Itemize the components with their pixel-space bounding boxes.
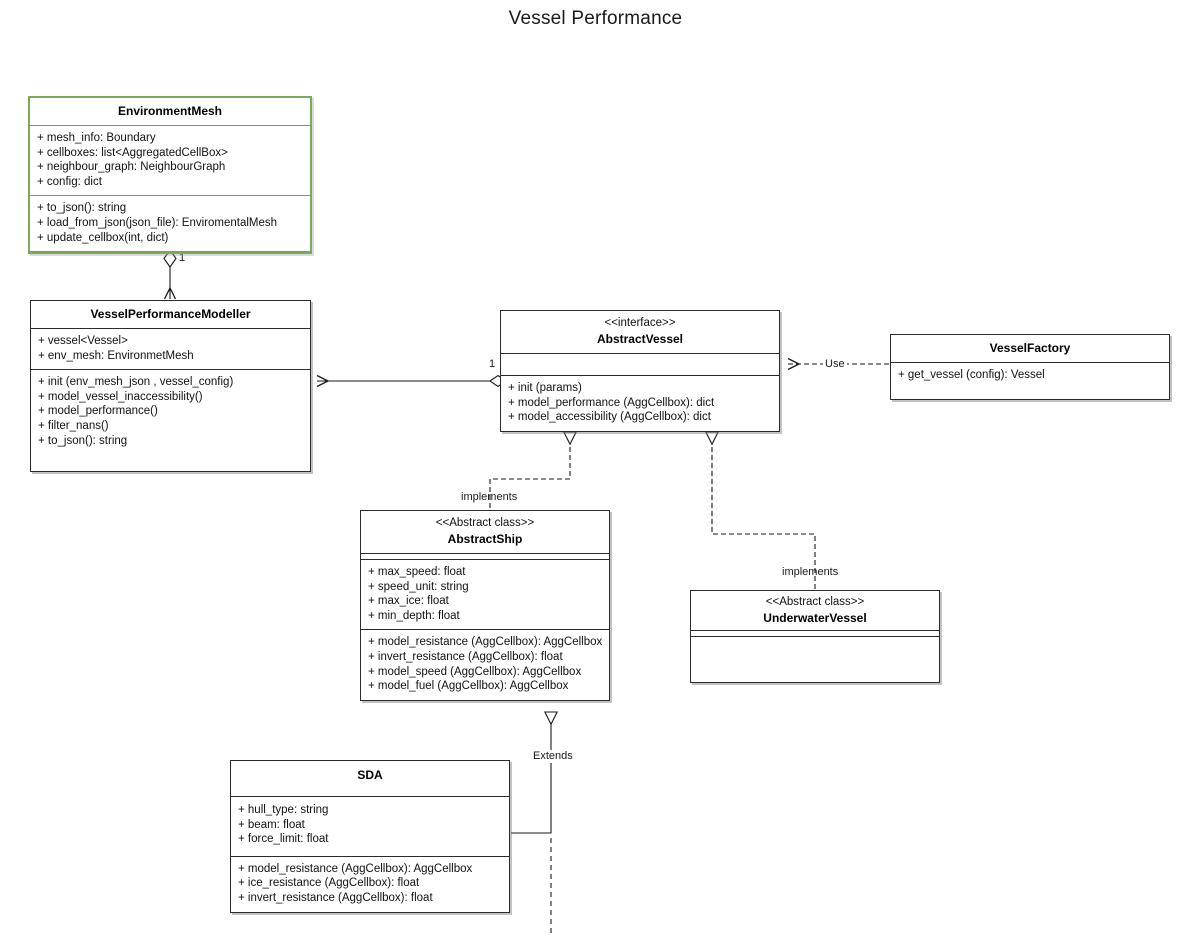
attribute-row: + beam: float [238,818,305,831]
methods-compartment-sda: + model_resistance (AggCellbox): AggCell… [231,857,509,912]
attribute-row: + config: dict [37,175,102,188]
attribute-row: + vessel<Vessel> [38,335,128,347]
class-box-abstract-vessel[interactable]: <<interface>> AbstractVessel + init (par… [500,310,780,432]
method-row: + model_performance (AggCellbox): dict [508,396,715,409]
edge-label-extends: Extends [531,750,575,763]
methods-compartment-vessel-factory: + get_vessel (config): Vessel [891,363,1169,399]
class-box-abstract-ship[interactable]: <<Abstract class>> AbstractShip + max_sp… [360,510,610,701]
class-header-underwater-vessel: <<Abstract class>> UnderwaterVessel [691,591,939,631]
attribute-row: + speed_unit: string [368,580,469,593]
class-name-vessel-factory: VesselFactory [989,341,1071,355]
method-row: + model_resistance (AggCellbox): AggCell… [368,636,603,649]
edge-mesh-to-modeller [163,249,177,299]
class-box-underwater-vessel[interactable]: <<Abstract class>> UnderwaterVessel [690,590,940,683]
class-name-sda: SDA [357,768,383,782]
method-row: + init (env_mesh_json , vessel_config) [38,376,234,389]
class-name-vessel-performance-modeller: VesselPerformanceModeller [90,307,251,321]
attribute-row: + neighbour_graph: NeighbourGraph [37,161,226,174]
method-row: + model_accessibility (AggCellbox): dict [508,411,711,424]
class-stereotype-underwater-vessel: <<Abstract class>> [765,596,865,608]
method-row: + model_fuel (AggCellbox): AggCellbox [368,680,569,693]
method-row: + model_performance() [38,405,158,418]
attributes-compartment-underwater-vessel [691,631,939,637]
page-title: Vessel Performance [508,8,683,29]
method-row: + load_from_json(json_file): Enviromenta… [37,216,278,229]
attributes-compartment-vessel-performance-modeller: + vessel<Vessel> + env_mesh: EnvironmetM… [31,329,310,371]
method-row: + model_vessel_inaccessibility() [38,390,203,403]
class-name-abstract-ship: AbstractShip [447,532,523,546]
attribute-row: + hull_type: string [238,804,329,816]
class-name-abstract-vessel: AbstractVessel [596,332,684,346]
method-row: + update_cellbox(int, dict) [37,231,169,244]
edge-label-use: Use [823,358,847,371]
methods-compartment-environment-mesh: + to_json(): string + load_from_json(jso… [30,196,310,253]
method-row: + to_json(): string [37,202,127,215]
edge-sda-extends-ship [511,712,551,936]
method-row: + filter_nans() [38,419,109,432]
class-name-underwater-vessel: UnderwaterVessel [763,611,867,625]
attributes-compartment-sda: + hull_type: string + beam: float + forc… [231,797,509,857]
method-row: + ice_resistance (AggCellbox): float [238,877,420,890]
class-box-vessel-factory[interactable]: VesselFactory + get_vessel (config): Ves… [890,334,1170,400]
class-header-abstract-ship: <<Abstract class>> AbstractShip [361,511,609,554]
class-header-vessel-factory: VesselFactory [891,335,1169,363]
edge-label-implements-ship: implements [461,491,518,503]
attribute-row: + force_limit: float [238,833,329,846]
methods-compartment-abstract-vessel: + init (params) + model_performance (Agg… [501,376,779,431]
class-stereotype-abstract-vessel: <<interface>> [604,317,676,329]
methods-compartment-abstract-ship: + model_resistance (AggCellbox): AggCell… [361,630,609,699]
multiplicity-mesh: 1 [179,252,186,264]
attribute-row: + cellboxes: list<AggregatedCellBox> [37,146,228,159]
class-name-environment-mesh: EnvironmentMesh [117,104,222,118]
class-box-environment-mesh[interactable]: EnvironmentMesh + mesh_info: Boundary + … [28,96,312,255]
methods-compartment-underwater-vessel [691,637,939,682]
attributes-compartment-abstract-vessel [501,354,779,376]
attributes-compartment-environment-mesh: + mesh_info: Boundary + cellboxes: list<… [30,126,310,197]
method-row: + invert_resistance (AggCellbox): float [238,891,433,904]
class-header-environment-mesh: EnvironmentMesh [30,98,310,126]
class-box-sda[interactable]: SDA + hull_type: string + beam: float + … [230,760,510,913]
method-row: + invert_resistance (AggCellbox): float [368,650,563,663]
methods-compartment-vessel-performance-modeller: + init (env_mesh_json , vessel_config) +… [31,370,310,454]
edge-modeller-to-vessel [317,374,507,388]
edge-label-implements-underwater: implements [782,566,839,578]
class-header-abstract-vessel: <<interface>> AbstractVessel [501,311,779,354]
attribute-row: + max_speed: float [368,566,466,578]
attribute-row: + mesh_info: Boundary [37,132,156,144]
attributes-compartment-abstract-ship: + max_speed: float + speed_unit: string … [361,560,609,631]
class-header-vessel-performance-modeller: VesselPerformanceModeller [31,301,310,329]
class-box-vessel-performance-modeller[interactable]: VesselPerformanceModeller + vessel<Vesse… [30,300,311,472]
empty-compartment-abstract-ship [361,554,609,560]
attribute-row: + env_mesh: EnvironmetMesh [38,349,194,362]
multiplicity-vessel: 1 [489,358,496,370]
class-header-sda: SDA [231,761,509,797]
method-row: + model_speed (AggCellbox): AggCellbox [368,665,582,678]
attribute-row: + max_ice: float [368,595,449,608]
attribute-row: + min_depth: float [368,609,460,622]
class-stereotype-abstract-ship: <<Abstract class>> [435,517,535,529]
method-row: + to_json(): string [38,434,128,447]
method-row: + get_vessel (config): Vessel [898,369,1045,381]
method-row: + model_resistance (AggCellbox): AggCell… [238,862,473,875]
method-row: + init (params) [508,382,582,394]
